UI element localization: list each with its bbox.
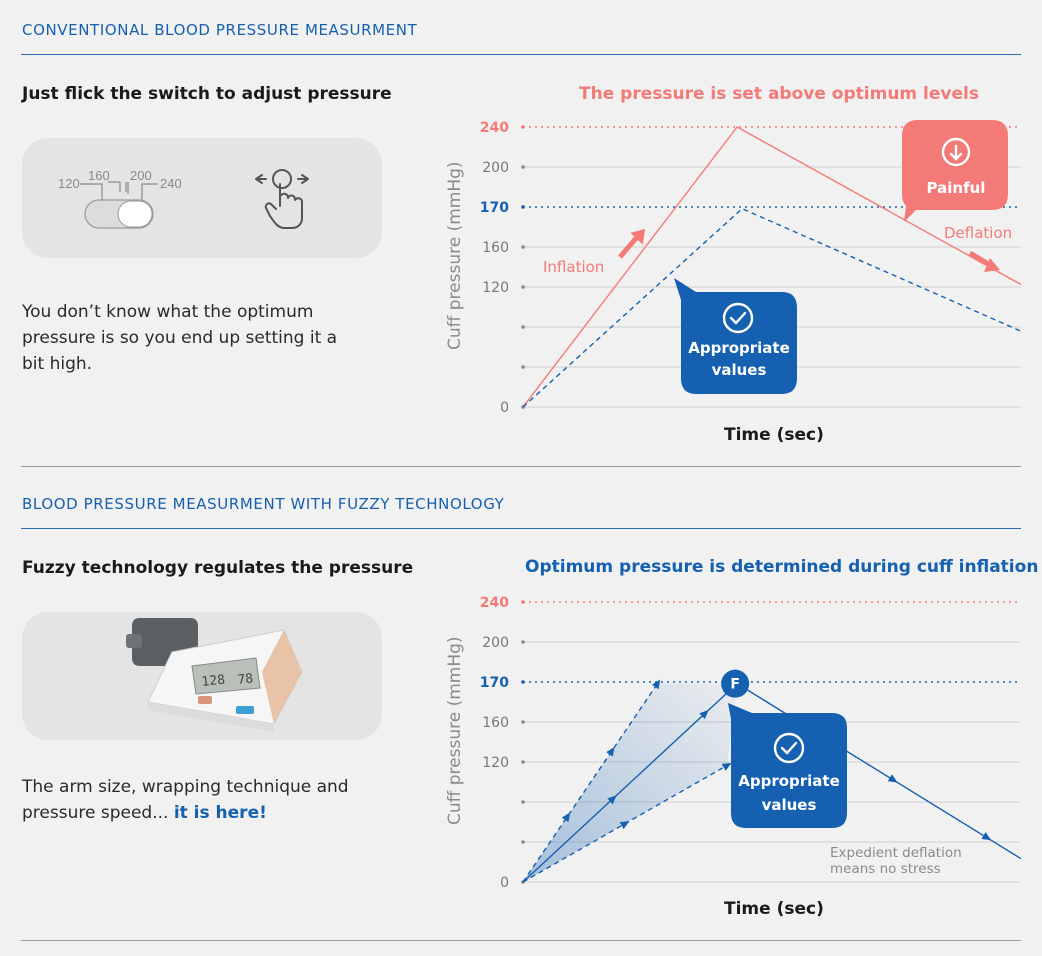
chart-title: The pressure is set above optimum levels	[579, 84, 979, 104]
y-tick-label: 160	[482, 715, 509, 731]
y-tick-label: 120	[482, 755, 509, 771]
fuzzy-marker: F	[721, 669, 750, 698]
check-icon	[773, 732, 805, 764]
switch-tick-label: 160	[88, 168, 110, 183]
device-button-left	[198, 696, 212, 704]
tick-mark	[521, 840, 525, 844]
device-card: 128 78	[22, 612, 382, 740]
switch-tick-label: 200	[130, 168, 152, 183]
series-line	[522, 683, 659, 883]
switch-tick-label: 240	[160, 176, 182, 191]
y-tick-label: 0	[500, 875, 509, 891]
deflation-arrow	[968, 250, 1000, 272]
y-tick-label: 200	[482, 160, 509, 176]
section-divider	[21, 54, 1021, 55]
appropriate-values-callout: Appropriate values	[728, 703, 847, 828]
section-subtitle: Fuzzy technology regulates the pressure	[22, 558, 414, 578]
switch-tick-label: 120	[58, 176, 80, 191]
check-icon	[722, 302, 754, 334]
hand-swipe-icon	[255, 169, 309, 229]
device-display-systolic: 128	[201, 673, 226, 690]
series-arrow	[619, 821, 630, 830]
y-axis-label: Cuff pressure (mmHg)	[445, 636, 465, 825]
fuzzy-marker-label: F	[730, 677, 740, 693]
painful-callout: Painful	[902, 120, 1008, 222]
tick-mark	[521, 245, 525, 249]
tick-mark	[521, 600, 525, 604]
x-axis-label: Time (sec)	[724, 899, 824, 919]
tick-mark	[521, 165, 525, 169]
description-text: The arm size, wrapping technique and pre…	[22, 777, 349, 823]
tick-mark	[521, 205, 525, 209]
blood-pressure-monitor-illustration: 128 78	[126, 618, 303, 732]
series-line	[522, 126, 1022, 408]
section-divider	[21, 940, 1021, 941]
painful-label: Painful	[927, 179, 986, 197]
device-button-right	[236, 706, 254, 714]
tick-mark	[521, 800, 525, 804]
section-description: You don’t know what the optimum pressure…	[22, 302, 338, 374]
x-axis-label: Time (sec)	[724, 425, 824, 445]
y-tick-label: 170	[480, 200, 509, 216]
tick-mark	[521, 285, 525, 289]
painful-icon	[941, 137, 971, 167]
deflation-note: Expedient deflation means no stress	[830, 845, 962, 877]
series-arrow	[981, 832, 992, 841]
series-arrow	[606, 746, 615, 757]
series-arrow	[699, 710, 709, 720]
y-tick-label: 200	[482, 635, 509, 651]
series-arrow	[607, 795, 617, 805]
y-tick-label: 160	[482, 240, 509, 256]
series-line	[522, 207, 1022, 408]
tick-mark	[521, 640, 525, 644]
chart-2: 0 120 160 170 200 240 F Appropriate values Ex…	[480, 595, 1022, 891]
tick-mark	[521, 720, 525, 724]
tick-mark	[521, 680, 525, 684]
switch-card: 120 160 200 240	[22, 138, 382, 258]
tick-mark	[521, 760, 525, 764]
section-divider	[21, 466, 1021, 467]
tick-mark	[521, 325, 525, 329]
chart-title: Optimum pressure is determined during cu…	[525, 557, 1039, 577]
series-arrow	[721, 762, 732, 771]
tick-mark	[521, 125, 525, 129]
tick-mark	[521, 365, 525, 369]
appropriate-values-label: Appropriate values	[738, 772, 840, 814]
chart-1: 0 120 160 170 200 240 Inflation Deflation Pai…	[480, 120, 1022, 416]
deflation-label: Deflation	[944, 224, 1012, 242]
section-divider	[21, 528, 1021, 529]
description-highlight: it is here!	[173, 803, 267, 823]
series-arrow	[561, 812, 571, 823]
y-tick-label: 240	[480, 120, 509, 136]
section-subtitle: Just flick the switch to adjust pressure	[22, 84, 392, 104]
switch-knob	[117, 200, 153, 228]
y-tick-label: 0	[500, 400, 509, 416]
appropriate-values-label: Appropriate values	[688, 339, 790, 379]
pressure-switch-illustration: 120 160 200 240	[58, 168, 309, 229]
y-tick-label: 170	[480, 675, 509, 691]
section-description: The arm size, wrapping technique and pre…	[22, 774, 382, 826]
y-tick-label: 120	[482, 280, 509, 296]
section-title-fuzzy: BLOOD PRESSURE MEASURMENT WITH FUZZY TEC…	[22, 495, 505, 513]
section-title-conventional: CONVENTIONAL BLOOD PRESSURE MEASURMENT	[22, 21, 418, 39]
y-axis-label: Cuff pressure (mmHg)	[445, 161, 465, 350]
appropriate-values-callout: Appropriate values	[674, 278, 797, 394]
inflation-arrow	[618, 228, 646, 259]
series-arrow	[887, 774, 898, 783]
y-tick-label: 240	[480, 595, 509, 611]
inflation-label: Inflation	[543, 258, 604, 276]
device-display-diastolic: 78	[237, 671, 254, 688]
series-arrow	[651, 679, 661, 690]
